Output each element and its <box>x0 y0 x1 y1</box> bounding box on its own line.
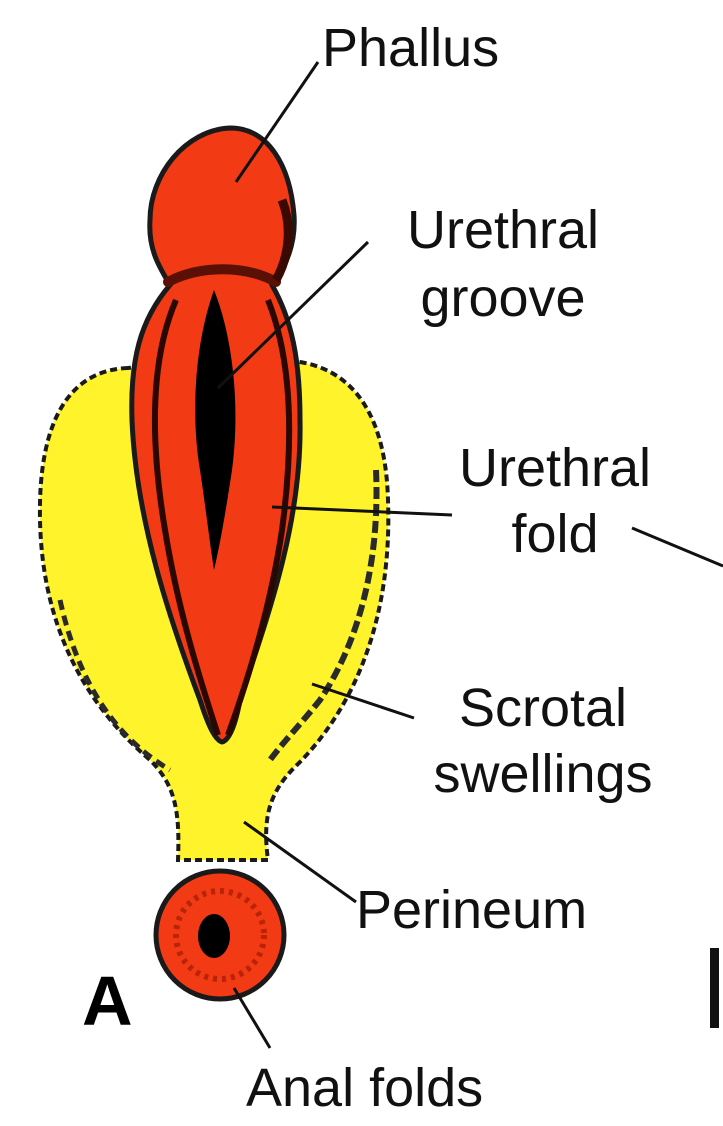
leader-anal-folds <box>234 988 270 1048</box>
anal-opening <box>198 914 230 958</box>
label-scrotal-swellings: Scrotal swellings <box>378 678 708 804</box>
label-anal-folds: Anal folds <box>246 1058 483 1118</box>
label-urethral-groove: Urethral groove <box>358 200 648 328</box>
label-scrotal-swellings-line2: swellings <box>378 744 708 804</box>
label-urethral-groove-line1: Urethral <box>358 200 648 260</box>
label-urethral-fold-line2: fold <box>410 504 700 564</box>
label-perineum: Perineum <box>356 880 587 940</box>
label-urethral-fold: Urethral fold <box>410 438 700 564</box>
adjacent-panel-edge <box>710 948 719 1028</box>
panel-letter: A <box>82 966 133 1036</box>
label-phallus: Phallus <box>322 18 499 78</box>
label-urethral-groove-line2: groove <box>358 268 648 328</box>
label-urethral-fold-line1: Urethral <box>410 438 700 498</box>
label-scrotal-swellings-line1: Scrotal <box>378 678 708 738</box>
